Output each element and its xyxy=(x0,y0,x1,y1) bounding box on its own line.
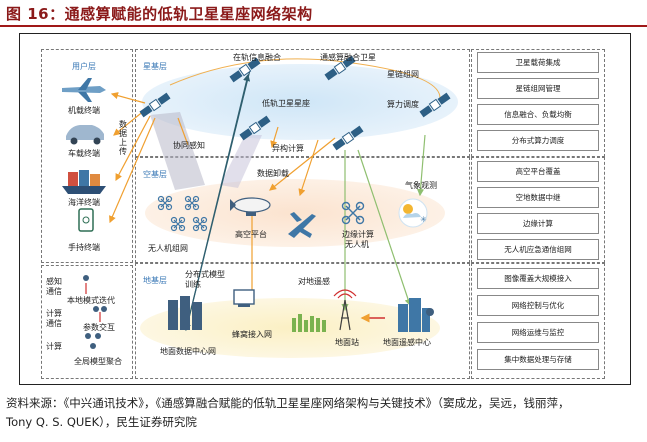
aircraft-icon xyxy=(62,78,106,102)
data-upload-label: 数据上传 xyxy=(119,120,127,156)
star-label-network: 星链组网 xyxy=(387,70,419,79)
cellular-icon xyxy=(233,289,255,307)
star-layer-title: 星基层 xyxy=(143,62,167,71)
satellite-icons xyxy=(139,55,451,151)
terminal-label-ship: 海洋终端 xyxy=(68,198,100,207)
ground-label-station: 地面站 xyxy=(335,338,359,347)
right-panel-group2 xyxy=(471,157,605,263)
star-label-dispatch: 算力调度 xyxy=(387,100,419,109)
right-box-1-2: 星链组网管理 xyxy=(477,78,599,99)
air-label-drone-net: 无人机组网 xyxy=(148,244,188,253)
car-icon xyxy=(66,125,104,145)
right-box-3-3: 网络运维与监控 xyxy=(477,322,599,343)
air-layer-panel xyxy=(135,157,470,263)
svg-text:✳: ✳ xyxy=(420,215,427,224)
ground-label-center: 地面遥感中心 xyxy=(383,338,431,347)
user-layer-panel xyxy=(41,49,133,263)
right-box-2-2: 空地数据中继 xyxy=(477,187,599,208)
ground-layer-title: 地基层 xyxy=(143,276,167,285)
left-label-local-iter: 本地模式迭代 xyxy=(67,296,115,305)
data-center-icon xyxy=(168,296,202,330)
terminal-label-aircraft: 机载终端 xyxy=(68,106,100,115)
air-label-hap: 高空平台 xyxy=(235,230,267,239)
left-label-comm2: 通信 xyxy=(46,319,62,328)
beam-mid xyxy=(220,135,262,188)
left-label-global: 全局模型聚合 xyxy=(74,357,122,366)
ground-layer-ellipse xyxy=(140,298,440,358)
air-label-edge: 边缘计算 xyxy=(342,230,374,239)
star-center-label: 低轨卫星星座 xyxy=(262,99,310,108)
airship-icon xyxy=(230,197,271,216)
weather-icon: ✳ xyxy=(398,198,428,228)
star-label-hetero: 异构计算 xyxy=(272,144,304,153)
ground-label-training: 分布式模型训练 xyxy=(185,270,225,289)
ground-layer-panel xyxy=(135,263,470,379)
figure-title: 图 16：通感算赋能的低轨卫星星座网络架构 xyxy=(6,5,313,23)
right-box-1-4: 分布式算力调度 xyxy=(477,130,599,151)
ship-icon xyxy=(62,170,106,194)
source-line-1: 资料来源：《中兴通讯技术》，《通感算融合赋能的低轨卫星星座网络架构与关键技术》（… xyxy=(6,396,570,410)
left-label-param: 参数交互 xyxy=(83,323,115,332)
ground-label-remote: 对地遥感 xyxy=(298,277,330,286)
star-label-fusion: 在轨信息融合 xyxy=(233,53,281,62)
air-label-uav: 无人机 xyxy=(345,240,369,249)
right-box-3-1: 图像覆盖大规模接入 xyxy=(477,268,599,289)
right-box-3-4: 集中数据处理与存储 xyxy=(477,349,599,370)
right-panel-group3 xyxy=(471,263,605,379)
ground-label-dcn: 地面数据中心网 xyxy=(160,347,216,356)
air-label-weather: 气象观测 xyxy=(405,181,437,190)
ground-label-cellular: 蜂窝接入网 xyxy=(232,330,272,339)
left-label-compute1: 计算 xyxy=(46,309,62,318)
beam-left xyxy=(150,112,205,190)
star-layer-ellipse xyxy=(142,64,458,140)
right-box-1-3: 信息融合、负载均衡 xyxy=(477,104,599,125)
left-label-sense: 感知 xyxy=(46,277,62,286)
right-box-3-2: 网络控制与优化 xyxy=(477,295,599,316)
star-label-sat: 通感算融合卫星 xyxy=(320,53,376,62)
right-box-2-4: 无人机应急通信组网 xyxy=(477,239,599,260)
source-line-2: Tony Q. S. QUEK），民生证券研究院 xyxy=(6,415,197,429)
phone-icon xyxy=(78,208,94,232)
left-bottom-panel xyxy=(41,265,133,379)
drone-swarm-icon xyxy=(157,195,208,232)
plane-icon xyxy=(288,212,316,238)
farmland-icon xyxy=(292,314,326,332)
remote-sensing-center-icon xyxy=(398,298,434,332)
left-label-compute2: 计算 xyxy=(46,342,62,351)
title-rule xyxy=(0,25,647,27)
uav-icon xyxy=(341,201,365,225)
right-box-1-1: 卫星载荷集成 xyxy=(477,52,599,73)
user-layer-title: 用户层 xyxy=(72,62,96,71)
air-label-offload: 数据卸载 xyxy=(257,169,289,178)
right-panel-group1 xyxy=(471,49,605,157)
air-layer-title: 空基层 xyxy=(143,170,167,179)
orbit-arc xyxy=(169,58,441,99)
star-label-cosense: 协同感知 xyxy=(173,141,205,150)
network-nodes-icon xyxy=(83,275,107,349)
ground-station-icon xyxy=(333,289,357,331)
star-layer-panel xyxy=(135,49,470,157)
right-box-2-1: 高空平台覆盖 xyxy=(477,161,599,182)
left-label-comm1: 通信 xyxy=(46,287,62,296)
terminal-label-handheld: 手持终端 xyxy=(68,243,100,252)
right-box-2-3: 边缘计算 xyxy=(477,213,599,234)
terminal-label-car: 车载终端 xyxy=(68,149,100,158)
